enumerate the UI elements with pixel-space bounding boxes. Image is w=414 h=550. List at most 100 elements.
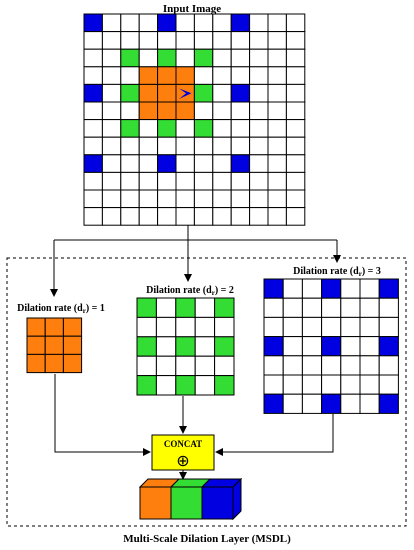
input-connectors — [50, 225, 341, 297]
input-grid-cell — [267, 101, 287, 121]
kernel-rate-3 — [263, 278, 399, 414]
input-grid-cell — [212, 136, 232, 156]
input-grid-cell — [83, 189, 103, 209]
input-grid-cell — [212, 31, 232, 50]
input-grid-cell — [101, 136, 122, 156]
input-grid-cell — [101, 154, 122, 173]
input-grid-cell — [157, 83, 177, 103]
kernel-empty-cell — [214, 355, 235, 377]
kernel-empty-cell — [282, 316, 303, 338]
input-grid-cell — [157, 66, 177, 85]
kernel-empty-cell — [136, 355, 157, 377]
input-grid-cell — [193, 83, 214, 103]
kernel-empty-cell — [321, 297, 342, 318]
input-grid-cell — [230, 189, 251, 209]
input-grid-cell — [267, 136, 287, 156]
kernel-empty-cell — [175, 316, 196, 338]
kernel-active-cell — [263, 278, 284, 299]
input-grid-cell — [212, 207, 232, 226]
kernel-active-cell — [321, 278, 342, 299]
input-grid-cell — [285, 136, 306, 156]
input-grid-cell — [212, 101, 232, 121]
kernel-active-cell — [62, 317, 83, 337]
input-grid-cell — [230, 154, 251, 173]
kernel-active-cell — [214, 336, 235, 357]
input-grid-cell — [101, 207, 122, 226]
kernel-empty-cell — [321, 374, 342, 395]
input-grid-cell — [249, 207, 269, 226]
kernel-empty-cell — [301, 316, 323, 338]
input-grid-cell — [83, 101, 103, 121]
kernel-empty-cell — [263, 355, 284, 376]
input-grid-cell — [120, 207, 140, 226]
input-grid-cell — [157, 13, 177, 33]
kernel-empty-cell — [263, 297, 284, 318]
kernel-active-cell — [62, 335, 83, 355]
concat-box — [151, 434, 215, 471]
input-grid-cell — [120, 136, 140, 156]
input-grid-cell — [212, 13, 232, 33]
input-grid-cell — [175, 101, 195, 121]
input-grid-cell — [230, 66, 251, 85]
input-grid-cell — [120, 83, 140, 103]
kernel-active-cell — [26, 353, 46, 374]
input-grid-cell — [138, 66, 159, 85]
kernel-empty-cell — [282, 393, 303, 414]
kernel-empty-cell — [282, 336, 303, 357]
input-grid-cell — [285, 31, 306, 50]
arrow-rate-3-to-concat — [215, 414, 334, 456]
kernel-active-cell — [136, 297, 157, 318]
kernel-empty-cell — [282, 355, 303, 376]
input-grid-cell — [267, 31, 287, 50]
input-grid-cell — [138, 154, 159, 173]
arrow-rate-1-to-concat — [54, 374, 151, 456]
kernel-active-cell — [175, 297, 196, 318]
input-image-grid — [83, 13, 306, 226]
input-grid-cell — [157, 119, 177, 138]
input-grid-cell — [285, 119, 306, 138]
kernel-empty-cell — [214, 316, 235, 338]
concat-plus-icon: ⊕ — [176, 451, 189, 470]
kernel-empty-cell — [359, 374, 380, 395]
input-grid-cell — [267, 189, 287, 209]
branch-label-rate-3: Dilation rate (dr) = 3 — [293, 266, 381, 278]
input-grid-cell — [157, 189, 177, 209]
input-grid-cell — [175, 13, 195, 33]
kernel-empty-cell — [263, 374, 284, 395]
output-block-side — [232, 477, 242, 521]
kernel-active-cell — [44, 353, 64, 374]
input-grid-cell — [101, 83, 122, 103]
input-grid-cell — [267, 48, 287, 68]
input-grid-cell — [157, 207, 177, 226]
kernel-active-cell — [44, 335, 64, 355]
input-grid-cell — [249, 66, 269, 85]
input-grid-cell — [120, 13, 140, 33]
input-grid-cell — [212, 189, 232, 209]
input-grid-cell — [193, 189, 214, 209]
input-grid-cell — [285, 154, 306, 173]
input-grid-cell — [212, 48, 232, 68]
input-grid-cell — [83, 207, 103, 226]
kernel-rate-2 — [136, 297, 235, 396]
input-grid-cell — [120, 189, 140, 209]
kernel-active-cell — [378, 278, 399, 299]
input-grid-cell — [175, 171, 195, 191]
kernel-active-cell — [26, 317, 46, 337]
kernel-empty-cell — [359, 355, 380, 376]
input-grid-cell — [138, 171, 159, 191]
input-grid-cell — [101, 119, 122, 138]
kernel-empty-cell — [378, 316, 399, 338]
kernel-empty-cell — [340, 278, 361, 299]
input-grid-cell — [193, 119, 214, 138]
input-grid-cell — [285, 207, 306, 226]
branch-label-rate-1: Dilation rate (dr) = 1 — [17, 303, 105, 315]
input-grid-cell — [138, 83, 159, 103]
input-grid-cell — [157, 48, 177, 68]
input-grid-cell — [249, 31, 269, 50]
kernel-active-cell — [62, 353, 83, 374]
input-grid-cell — [138, 101, 159, 121]
input-grid-cell — [267, 83, 287, 103]
kernel-active-cell — [214, 375, 235, 396]
input-grid-cell — [212, 66, 232, 85]
input-grid-cell — [175, 83, 195, 103]
